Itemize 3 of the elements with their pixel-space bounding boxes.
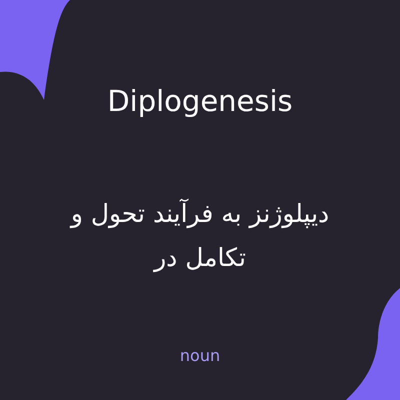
title: Diplogenesis [106, 84, 294, 118]
definition-text: دیپلوژنز به فرآیند تحول و تکامل در [70, 198, 330, 274]
part-of-speech: noun [178, 346, 222, 365]
